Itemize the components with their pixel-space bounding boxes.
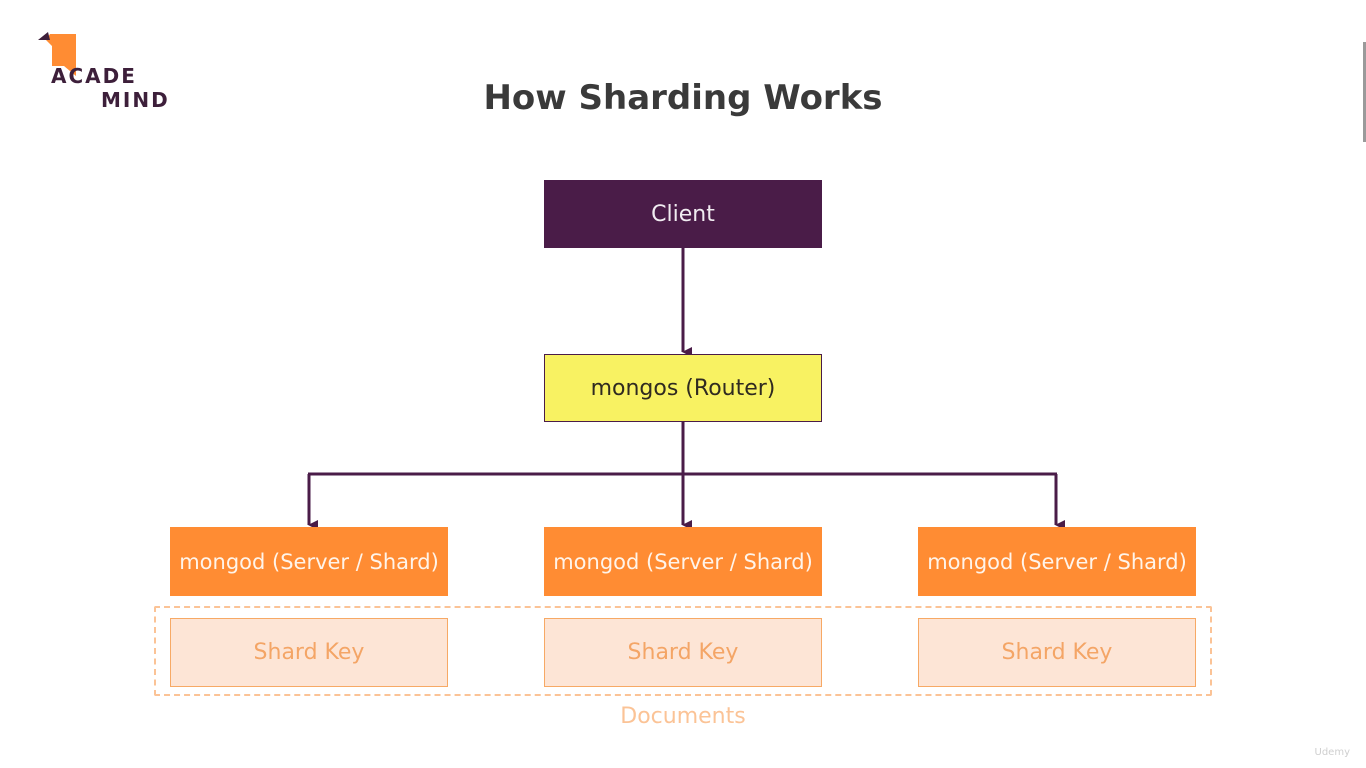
client-node: Client xyxy=(544,180,822,248)
logo-flag-icon xyxy=(38,32,76,76)
documents-label: Documents xyxy=(620,704,746,729)
udemy-watermark: Udemy xyxy=(1314,747,1350,758)
scrollbar-edge xyxy=(1363,42,1366,142)
academind-logo: ACADE MIND xyxy=(38,32,188,112)
shard-key-3: Shard Key xyxy=(918,618,1196,687)
shard-key-1: Shard Key xyxy=(170,618,448,687)
shard-node-3: mongod (Server / Shard) xyxy=(918,527,1196,596)
shard-node-2: mongod (Server / Shard) xyxy=(544,527,822,596)
logo-text-line2: MIND xyxy=(101,88,170,112)
router-node: mongos (Router) xyxy=(544,354,822,422)
documents-group-border xyxy=(154,606,1212,696)
shard-key-2: Shard Key xyxy=(544,618,822,687)
slide-title: How Sharding Works xyxy=(483,78,883,118)
logo-text-line1: ACADE xyxy=(51,64,137,88)
shard-node-1: mongod (Server / Shard) xyxy=(170,527,448,596)
